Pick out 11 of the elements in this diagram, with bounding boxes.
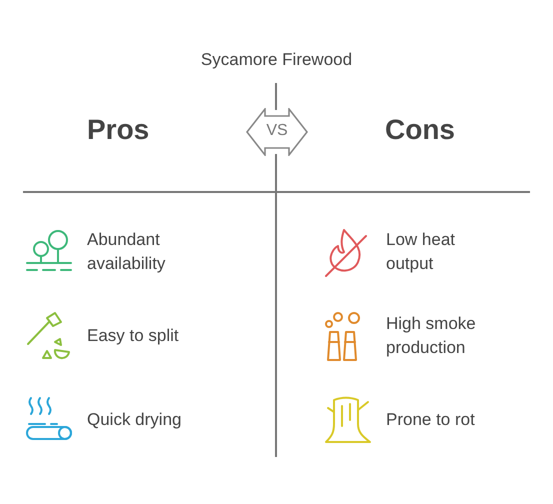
- item-text: Quick drying: [87, 409, 182, 431]
- item-text: Low heat output: [386, 229, 456, 275]
- vs-text: VS: [265, 122, 289, 140]
- title: Sycamore Firewood: [200, 50, 354, 70]
- item-text: Prone to rot: [386, 409, 476, 431]
- item-text: High smoke production: [386, 313, 477, 359]
- item-text: Easy to split: [87, 325, 180, 347]
- double-arrow-badge: [246, 108, 308, 156]
- item-text: Abundant availability: [87, 229, 166, 275]
- cons-heading: Cons: [385, 114, 455, 146]
- pros-heading: Pros: [87, 114, 150, 146]
